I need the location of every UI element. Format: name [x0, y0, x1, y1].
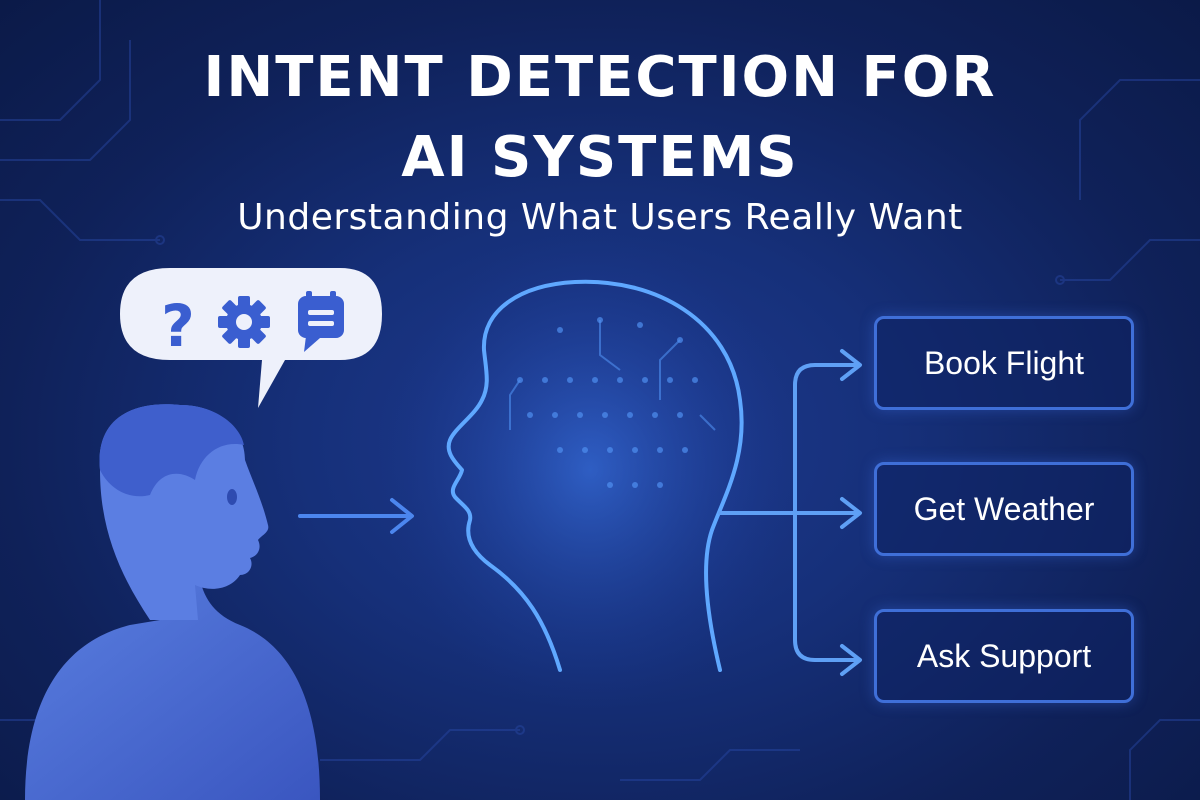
- branch-arrows: [718, 349, 862, 676]
- intent-label: Ask Support: [916, 637, 1092, 674]
- intent-label: Get Weather: [913, 490, 1095, 527]
- intent-ask-support[interactable]: Ask Support: [874, 609, 1134, 703]
- speech-bubble: ?: [120, 268, 382, 408]
- intent-get-weather[interactable]: Get Weather: [874, 462, 1134, 556]
- input-arrow: [298, 498, 414, 534]
- ai-head-outline: [446, 279, 744, 672]
- user-silhouette: [25, 404, 320, 800]
- chat-message-icon: [298, 291, 344, 352]
- question-mark-icon: ?: [161, 292, 195, 360]
- gear-icon: [218, 296, 270, 348]
- page-title-line1: INTENT DETECTION FOR: [203, 45, 997, 110]
- page-subtitle: Understanding What Users Really Want: [237, 197, 963, 238]
- intent-label: Book Flight: [923, 344, 1085, 381]
- page-title-line2: AI SYSTEMS: [401, 125, 799, 190]
- intent-book-flight[interactable]: Book Flight: [874, 316, 1134, 410]
